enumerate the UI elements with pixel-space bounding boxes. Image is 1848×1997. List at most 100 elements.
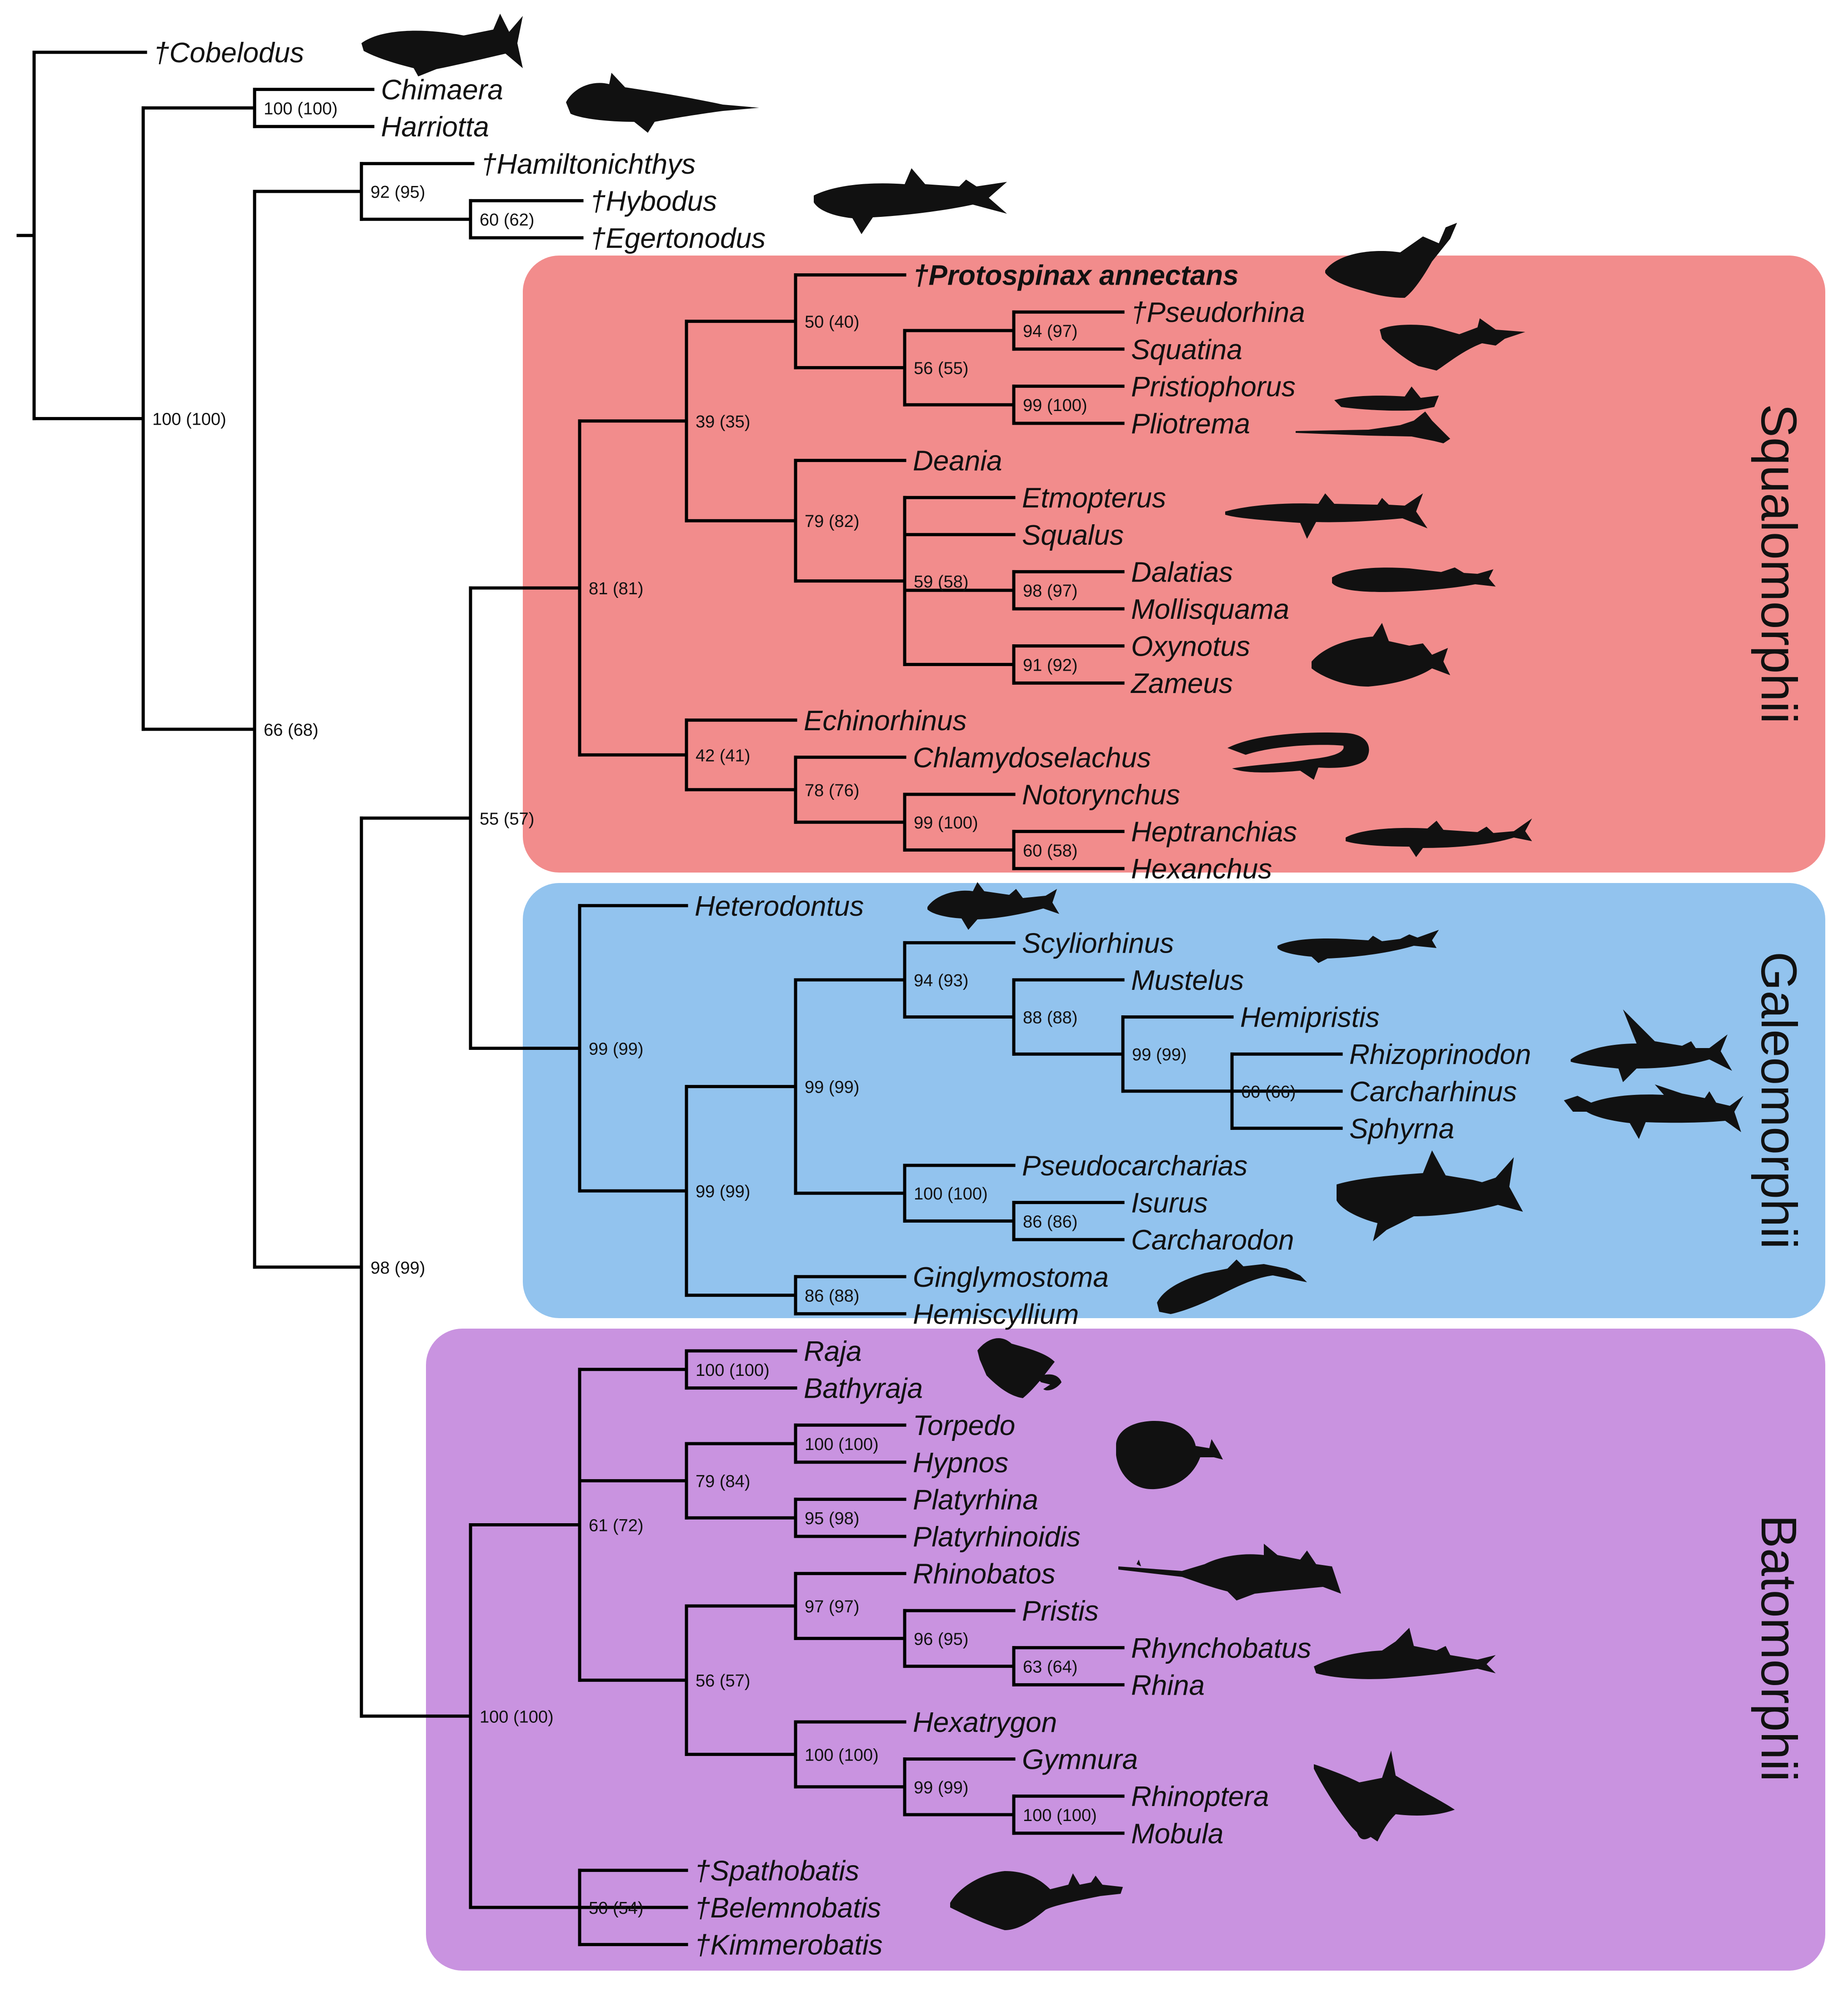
taxon-label: Ginglymostoma bbox=[913, 1262, 1109, 1293]
chimaera-silhouette bbox=[566, 73, 759, 133]
support-value: 99 (100) bbox=[914, 813, 978, 833]
support-value: 98 (99) bbox=[371, 1259, 425, 1278]
taxon-label: Pristis bbox=[1022, 1596, 1099, 1627]
squalomorphii-box bbox=[523, 256, 1825, 873]
support-value: 56 (55) bbox=[914, 359, 968, 378]
oxynotus-silhouette bbox=[1312, 623, 1450, 687]
taxon-label: Sphyrna bbox=[1349, 1113, 1454, 1144]
taxon-label: Pliotrema bbox=[1131, 408, 1250, 440]
support-value: 79 (84) bbox=[696, 1472, 750, 1491]
support-value: 99 (99) bbox=[589, 1039, 643, 1059]
taxon-label: Bathyraja bbox=[804, 1373, 923, 1405]
taxon-label: Rhinoptera bbox=[1131, 1781, 1269, 1812]
torpedo-silhouette bbox=[1116, 1421, 1223, 1490]
support-value: 96 (95) bbox=[914, 1630, 968, 1649]
squatina-silhouette bbox=[1380, 318, 1525, 371]
mobula-silhouette bbox=[1314, 1751, 1455, 1841]
taxon-label: †Belemnobatis bbox=[695, 1892, 881, 1924]
pristiophorus-silhouette bbox=[1296, 386, 1450, 443]
taxon-label: Squatina bbox=[1131, 334, 1242, 366]
rhynchobatus-silhouette bbox=[1314, 1628, 1496, 1679]
taxon-label: Carcharhinus bbox=[1349, 1076, 1517, 1108]
taxon-label: Chimaera bbox=[381, 75, 503, 106]
support-value: 91 (92) bbox=[1023, 656, 1077, 675]
taxon-label: †Cobelodus bbox=[154, 37, 304, 69]
support-value: 78 (76) bbox=[805, 781, 859, 800]
taxon-label: Rhinobatos bbox=[913, 1559, 1056, 1590]
taxon-label: Mollisquama bbox=[1131, 594, 1289, 625]
taxon-label: †Hybodus bbox=[590, 186, 717, 217]
taxon-label: †Hamiltonichthys bbox=[481, 149, 696, 180]
taxon-label: †Egertonodus bbox=[590, 223, 766, 254]
support-value: 92 (95) bbox=[371, 183, 425, 202]
taxon-label: Gymnura bbox=[1022, 1744, 1138, 1776]
taxon-label: Heptranchias bbox=[1131, 817, 1297, 848]
support-value: 88 (88) bbox=[1023, 1009, 1077, 1028]
pristis-silhouette bbox=[1118, 1544, 1341, 1601]
support-value: 79 (82) bbox=[805, 512, 859, 531]
ginglymostoma-silhouette bbox=[1157, 1259, 1307, 1314]
support-value: 99 (99) bbox=[1132, 1045, 1187, 1064]
taxon-label: Zameus bbox=[1130, 668, 1233, 699]
silhouettes bbox=[361, 14, 1743, 1930]
spathobatis-silhouette bbox=[950, 1871, 1123, 1930]
taxon-label: †Spathobatis bbox=[695, 1855, 859, 1887]
support-value: 50 (54) bbox=[589, 1899, 643, 1918]
support-value: 100 (100) bbox=[152, 410, 226, 429]
taxon-label: Hypnos bbox=[913, 1447, 1008, 1479]
carcharhinus-silhouette bbox=[1571, 1009, 1732, 1082]
taxon-label: Hemipristis bbox=[1240, 1002, 1380, 1034]
sphyrna-silhouette bbox=[1564, 1084, 1743, 1139]
taxon-label: Scyliorhinus bbox=[1022, 928, 1174, 959]
clade-label-batomorphii: Batomorphii bbox=[1751, 1515, 1807, 1782]
taxon-label: Mobula bbox=[1131, 1818, 1223, 1850]
support-value: 100 (100) bbox=[264, 99, 338, 118]
taxon-label: Notorynchus bbox=[1022, 779, 1180, 811]
support-value: 66 (68) bbox=[264, 721, 318, 740]
chlamydoselachus-silhouette bbox=[1227, 732, 1369, 780]
support-value: 63 (64) bbox=[1023, 1658, 1077, 1677]
taxon-label: Squalus bbox=[1022, 520, 1124, 551]
support-values: 100 (100) 60 (62) 92 (95) 94 (97) 99 (100) 56… bbox=[152, 99, 1296, 1918]
taxon-label: †Pseudorhina bbox=[1131, 297, 1305, 328]
dalatias-silhouette bbox=[1332, 567, 1496, 592]
cobelodus-silhouette bbox=[361, 14, 523, 76]
support-value: 97 (97) bbox=[805, 1597, 859, 1616]
support-value: 94 (93) bbox=[914, 971, 968, 990]
taxon-label: Carcharodon bbox=[1131, 1224, 1294, 1256]
support-value: 100 (100) bbox=[1023, 1806, 1097, 1825]
taxon-label: Mustelus bbox=[1131, 965, 1244, 996]
support-value: 100 (100) bbox=[805, 1746, 879, 1765]
clade-boxes bbox=[426, 256, 1825, 1971]
support-value: 95 (98) bbox=[805, 1509, 859, 1528]
clade-label-galeomorphii: Galeomorphii bbox=[1751, 952, 1807, 1249]
support-value: 99 (99) bbox=[914, 1778, 968, 1797]
taxon-label: †Protospinax annectans bbox=[913, 260, 1239, 291]
carcharodon-silhouette bbox=[1337, 1150, 1523, 1241]
taxon-label: Rhynchobatus bbox=[1131, 1633, 1311, 1664]
taxon-label: Rhizoprinodon bbox=[1349, 1039, 1531, 1070]
taxon-label: Pristiophorus bbox=[1131, 371, 1296, 402]
support-value: 39 (35) bbox=[696, 412, 750, 432]
support-value: 60 (58) bbox=[1023, 841, 1077, 860]
taxon-label: Oxynotus bbox=[1131, 631, 1250, 662]
hybodus-silhouette bbox=[814, 168, 1007, 234]
clade-label-squalomorphii: Squalomorphii bbox=[1751, 404, 1807, 723]
support-value: 55 (57) bbox=[480, 809, 534, 828]
taxon-label: Raja bbox=[804, 1336, 862, 1367]
support-value: 86 (86) bbox=[1023, 1212, 1077, 1231]
raja-silhouette bbox=[977, 1338, 1062, 1398]
support-value: 60 (62) bbox=[480, 211, 534, 230]
support-value: 42 (41) bbox=[696, 746, 750, 765]
support-value: 100 (100) bbox=[914, 1184, 988, 1204]
taxon-label: Dalatias bbox=[1131, 557, 1233, 588]
taxon-label: Harriotta bbox=[381, 111, 489, 143]
taxon-label: Platyrhinoidis bbox=[913, 1521, 1081, 1553]
support-value: 94 (97) bbox=[1023, 322, 1077, 341]
scyliorhinus-silhouette bbox=[1277, 930, 1439, 963]
heterodontus-silhouette bbox=[927, 882, 1059, 930]
galeomorphii-box bbox=[523, 883, 1825, 1318]
support-value: 61 (72) bbox=[589, 1516, 643, 1535]
